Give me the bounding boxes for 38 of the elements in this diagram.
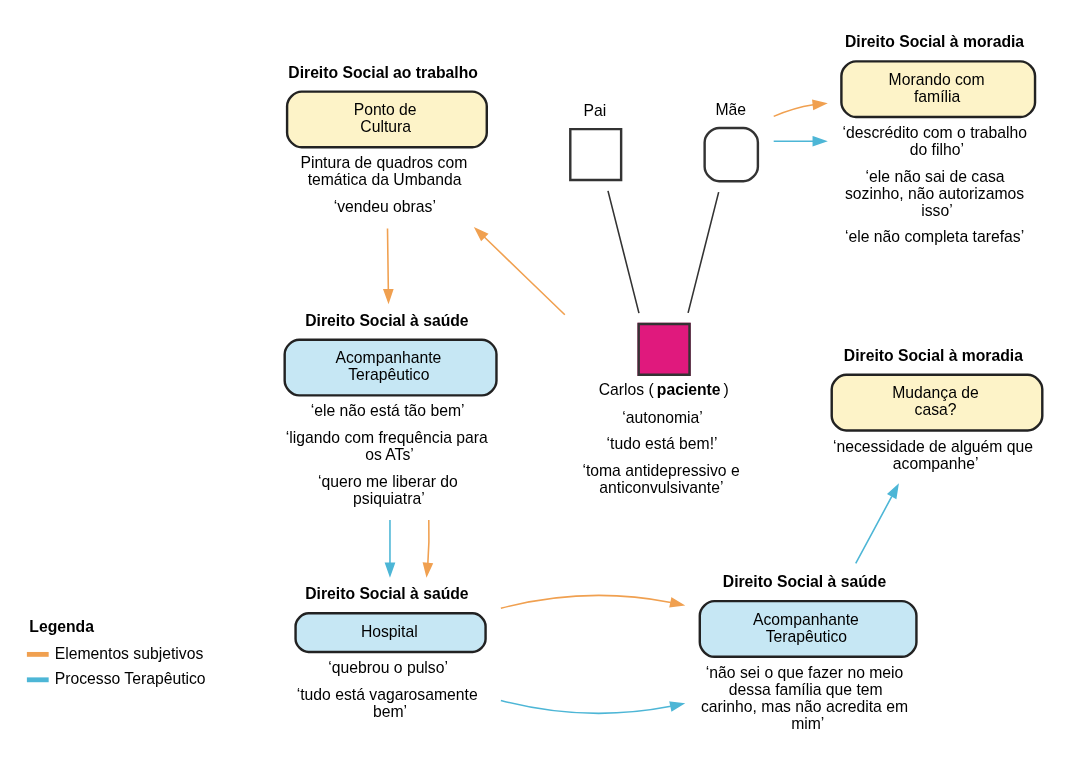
connector	[607, 190, 640, 314]
arrow	[383, 227, 394, 305]
arrow	[500, 594, 686, 610]
node-label: ‘descrédito com o trabalho do filho’	[842, 124, 1027, 159]
node-label: ‘tudo está vagarosamente bem’	[296, 685, 478, 720]
node-label: Direito Social à saúde	[305, 585, 469, 603]
arrow	[854, 483, 899, 565]
node-label: Pai	[583, 102, 607, 120]
node-label: ‘ele não completa tarefas’	[845, 228, 1025, 246]
node-label: ‘toma antidepressivo e anticonvulsivante’	[582, 461, 740, 496]
label: Legenda	[29, 617, 94, 635]
arrow	[422, 519, 434, 578]
node-label: Direito Social à moradia	[843, 346, 1023, 364]
node-label: ‘ele não está tão bem’	[310, 402, 465, 420]
node-label: Direito Social à saúde	[305, 311, 469, 329]
node-label: ‘vendeu obras’	[333, 197, 436, 215]
node-label: Pintura de quadros com temática da Umbanda	[300, 154, 468, 189]
node-label: ‘quebrou o pulso’	[328, 659, 448, 677]
arrow	[500, 699, 686, 715]
legend-label: Processo Terapêutico	[54, 669, 206, 687]
node-label: ‘ele não sai de casa sozinho, não autorizamos isso’	[845, 167, 1025, 219]
node-label: ‘autonomia’	[622, 408, 703, 426]
node-label: Direito Social à saúde	[722, 573, 887, 591]
node-label: Direito Social ao trabalho	[288, 63, 478, 81]
legend-label: Elementos subjetivos	[54, 644, 204, 662]
node-label: Direito Social à moradia	[845, 33, 1025, 51]
arrow	[772, 135, 828, 147]
node-label: Mãe	[715, 101, 747, 119]
node-label: Carlos (paciente)	[598, 380, 729, 398]
node-label: ‘necessidade de alguém que acompanhe’	[832, 437, 1034, 472]
arrow	[473, 226, 566, 316]
node-label: ‘não sei o que fazer no meio dessa família que tem carinho, mas não acredita em mim’	[701, 663, 909, 732]
node-label: ‘quero me liberar do psiquiatra’	[317, 472, 458, 507]
arrow	[384, 519, 396, 578]
node-label: ‘ligando com frequência para os ATs’	[285, 429, 488, 464]
connector	[687, 191, 720, 314]
node-label: ‘tudo está bem!’	[606, 435, 718, 453]
arrow	[772, 99, 828, 118]
